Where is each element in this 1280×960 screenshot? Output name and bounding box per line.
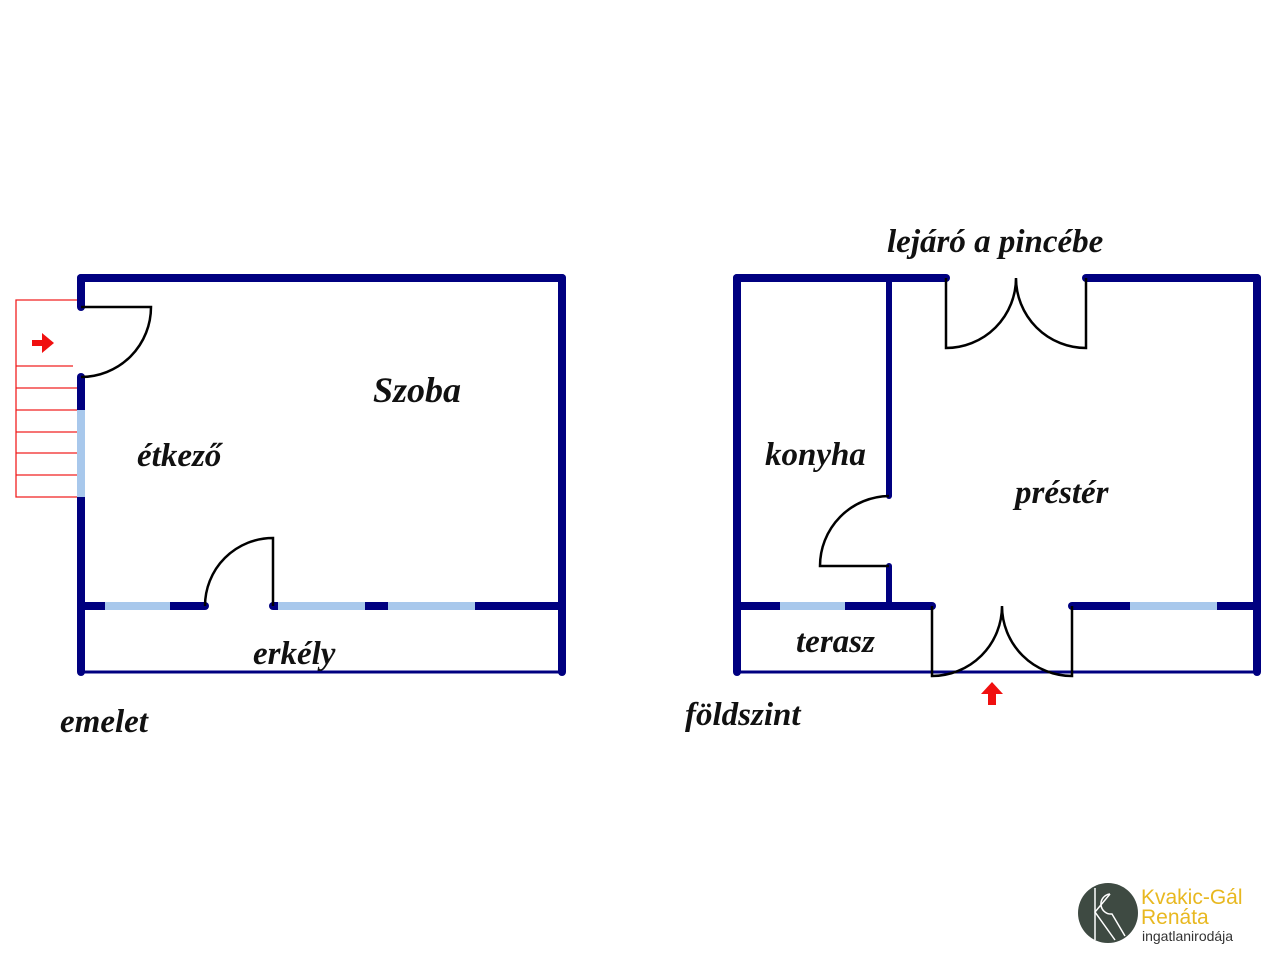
door [80,305,153,379]
room-label-erkely: erkély [253,636,336,672]
stairs [15,299,78,498]
cellar-double-door [944,277,1088,350]
balcony-door [203,536,275,607]
room-label-terasz: terasz [796,624,875,660]
logo-line1: Kvakic-Gál [1141,886,1243,909]
room-label-konyha: konyha [765,437,866,473]
logo-line3: ingatlanirodája [1142,928,1233,944]
room-label-prester: préstér [1012,475,1110,511]
entrance-arrow-icon [981,682,1003,705]
upper-floor-plan: Szoba étkező erkély emelet [15,274,566,740]
room-label-etkezo: étkező [137,438,224,474]
floor-title-foldszint: földszint [685,697,801,733]
entry-arrow-icon [32,333,54,353]
floor-title-emelet: emelet [60,704,149,740]
entrance-double-door [930,605,1074,678]
cellar-access-label: lejáró a pincébe [887,224,1103,260]
logo-line2: Renáta [1141,906,1209,929]
ground-floor-plan: lejáró a pincébe konyha préstér terasz f… [685,224,1261,733]
room-label-szoba: Szoba [373,370,461,410]
kitchen-door [818,494,890,568]
agency-logo: Kvakic-Gál Renáta ingatlanirodája [1078,883,1243,944]
